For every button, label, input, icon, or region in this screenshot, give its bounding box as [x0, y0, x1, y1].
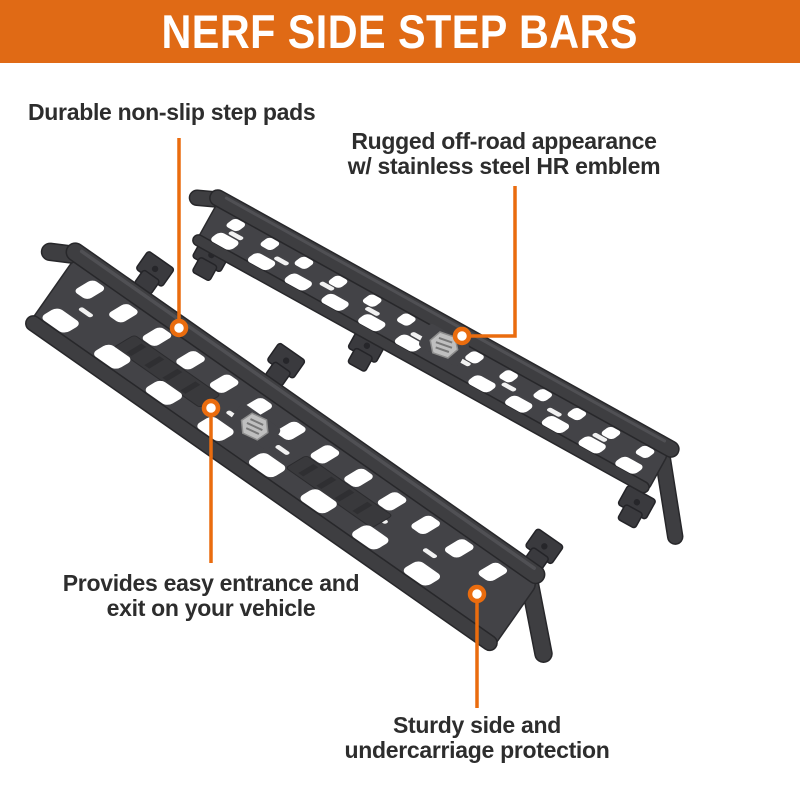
- callout-text-line2: undercarriage protection: [344, 736, 610, 763]
- title-banner: NERF SIDE STEP BARS: [0, 0, 800, 63]
- callout-text-line1: Sturdy side and: [392, 712, 562, 738]
- callout-step-pads: Durable non-slip step pads: [28, 99, 316, 125]
- bar-bottom-edge: [192, 234, 650, 494]
- tube-highlight: [224, 196, 667, 443]
- callout-text-line1: Rugged off-road appearance: [351, 128, 657, 154]
- callout-text: Durable non-slip step pads: [28, 99, 316, 125]
- point-marker-emblem: [452, 326, 472, 346]
- callout-text-line2: exit on your vehicle: [106, 594, 316, 621]
- point-marker-step-pads: [169, 318, 189, 338]
- point-marker-protection: [467, 584, 487, 604]
- point-marker-entrance: [201, 398, 221, 418]
- callout-entrance: Provides easy entrance and exit on your …: [62, 570, 360, 621]
- step-bar-right: [185, 189, 684, 545]
- tube-highlight: [79, 249, 536, 570]
- step-pads: [114, 335, 392, 528]
- callout-emblem: Rugged off-road appearance w/ stainless …: [347, 128, 661, 179]
- leader-line-emblem: [470, 186, 517, 338]
- bar-bottom-edge: [25, 315, 498, 652]
- callout-text-line1: Provides easy entrance and: [62, 570, 360, 596]
- callout-leaders: [169, 138, 517, 708]
- callout-text-line2: w/ stainless steel HR emblem: [347, 152, 661, 179]
- page-title: NERF SIDE STEP BARS: [161, 5, 639, 58]
- callout-protection: Sturdy side and undercarriage protection: [344, 713, 609, 762]
